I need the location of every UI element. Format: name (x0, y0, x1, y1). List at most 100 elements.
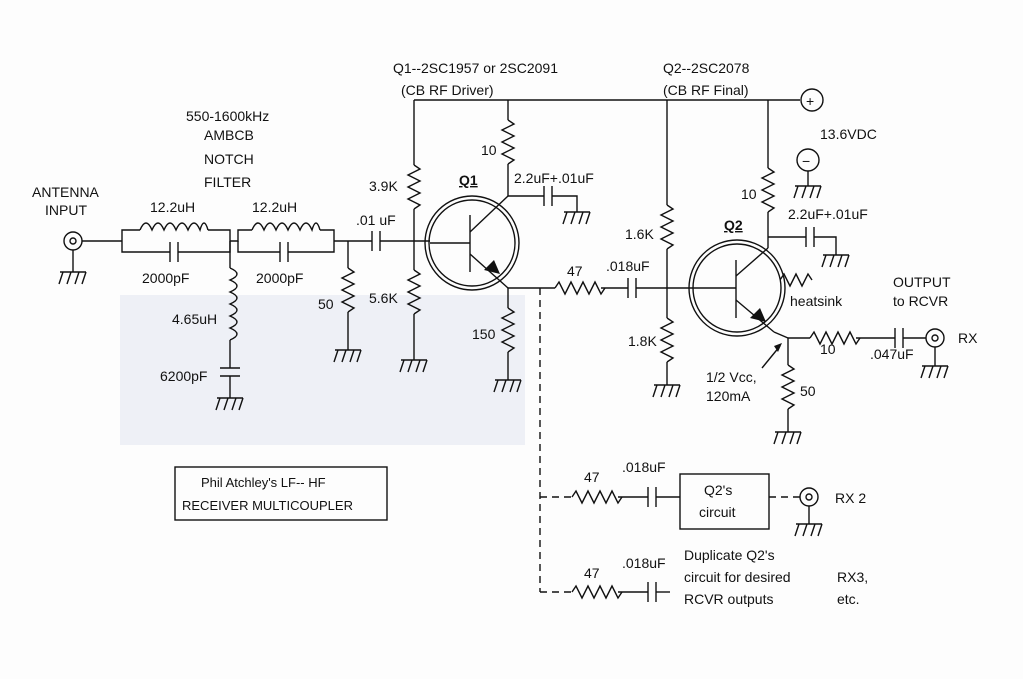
svg-text:47: 47 (584, 565, 600, 581)
svg-text:Q2: Q2 (724, 217, 743, 233)
input-jack-outer (63, 231, 83, 251)
resistor-q1-collector (500, 119, 516, 165)
resistor-3k9 (406, 164, 422, 210)
svg-text:120mA: 120mA (706, 388, 751, 404)
q1-emitter-network: 150 (472, 288, 522, 393)
q1-emitter-arrow-icon (484, 260, 500, 274)
notch-filter-label: 550-1600kHz AMBCB NOTCH FILTER (186, 108, 269, 190)
output-jack-icon (925, 328, 945, 348)
title-line-2: RECEIVER MULTICOUPLER (182, 498, 353, 513)
branch-rx2: 47 .018uF Q2's circuit RX 2 (571, 459, 866, 537)
plus-terminal-icon (800, 88, 824, 112)
ground-icon (652, 384, 681, 398)
supply-terminals: + 13.6VDC − (793, 88, 877, 199)
svg-text:.01 uF: .01 uF (356, 212, 396, 228)
ground-icon (333, 349, 362, 363)
q1-collector-network: 10 2.2uF+.01uF (481, 100, 594, 225)
svg-text:2.2uF+.01uF: 2.2uF+.01uF (788, 206, 868, 222)
resistor-1k6 (659, 204, 675, 250)
svg-text:50: 50 (318, 296, 334, 312)
q1-bias-divider: 3.9K 5.6K (369, 100, 428, 373)
resistor-q2-output (809, 330, 861, 346)
svg-text:1.8K: 1.8K (628, 333, 657, 349)
q2-output-network: 10 .047uF 50 1/2 Vcc, 120mA OUTPUT to RC… (706, 274, 978, 445)
transistor-q1: Q1--2SC1957 or 2SC2091 (CB RF Driver) Q1 (393, 60, 558, 291)
svg-text:10: 10 (481, 142, 497, 158)
svg-text:etc.: etc. (837, 591, 860, 607)
heatsink-icon (779, 272, 813, 288)
svg-text:150: 150 (472, 326, 496, 342)
resistor-branch3 (571, 584, 623, 600)
q2-collector (735, 247, 769, 277)
svg-text:FILTER: FILTER (204, 174, 251, 190)
q2-bias-divider: 1.6K 1.8K (625, 100, 681, 398)
svg-text:1.6K: 1.6K (625, 226, 654, 242)
ground-icon (821, 254, 850, 268)
svg-text:to RCVR: to RCVR (893, 293, 948, 309)
ground-icon (493, 379, 522, 393)
resistor-q2-collector (760, 167, 776, 213)
capacitor-c2-value: 2000pF (256, 270, 303, 286)
resistor-branch2 (571, 489, 623, 505)
ground-icon (793, 185, 822, 199)
svg-text:50: 50 (800, 383, 816, 399)
svg-text:10: 10 (820, 341, 836, 357)
antenna-input: ANTENNA INPUT (32, 184, 100, 285)
ground-icon (773, 431, 802, 445)
supply-voltage: 13.6VDC (820, 126, 877, 142)
q2-emitter-arrow-icon (750, 308, 766, 322)
capacitor-c1-value: 2000pF (142, 270, 189, 286)
notch-trap-2: 12.2uH 2000pF (230, 199, 335, 286)
inductor-l2-value: 12.2uH (252, 199, 297, 215)
ground-icon (794, 523, 823, 537)
capacitor-c3-value: 6200pF (160, 368, 207, 384)
svg-text:47: 47 (567, 263, 583, 279)
svg-text:RX 2: RX 2 (835, 490, 866, 506)
title-line-1: Phil Atchley's LF-- HF (201, 475, 326, 490)
inductor-l3-value: 4.65uH (172, 311, 217, 327)
series-lc-shunt: 4.65uH 6200pF (160, 241, 244, 411)
svg-text:.018uF: .018uF (622, 555, 666, 571)
svg-text:AMBCB: AMBCB (204, 127, 254, 143)
resistor-5k6 (406, 269, 422, 315)
svg-text:(CB RF Final): (CB RF Final) (663, 82, 749, 98)
q1-to-q2-coupling: 47 .018uF (508, 258, 692, 298)
inductor-l3-coil (228, 267, 238, 341)
notch-trap-1: 12.2uH 2000pF (121, 199, 231, 286)
scan-shading (120, 295, 525, 445)
ground-icon (399, 359, 428, 373)
svg-text:Q2--2SC2078: Q2--2SC2078 (663, 60, 750, 76)
svg-text:47: 47 (584, 469, 600, 485)
transistor-q2: Q2--2SC2078 (CB RF Final) Q2 heatsink (663, 60, 843, 337)
svg-text:.018uF: .018uF (606, 258, 650, 274)
q2-collector-network: 10 2.2uF+.01uF (741, 100, 868, 268)
svg-text:circuit for desired: circuit for desired (684, 569, 791, 585)
ground-icon (58, 271, 87, 285)
svg-text:−: − (802, 153, 810, 169)
resistor-input-50: 50 (318, 240, 372, 363)
svg-text:3.9K: 3.9K (369, 178, 398, 194)
ground-icon (562, 211, 591, 225)
q1-collector (469, 195, 509, 233)
q1-body (424, 195, 520, 291)
svg-text:Q1: Q1 (459, 172, 478, 188)
rx2-jack-icon (799, 487, 819, 507)
capacitor-input-coupling: .01 uF (356, 212, 430, 251)
ground-icon (215, 397, 244, 411)
svg-text:10: 10 (741, 186, 757, 202)
antenna-input-label-2: INPUT (45, 202, 87, 218)
distribution-bus (539, 288, 572, 593)
svg-text:Q1--2SC1957 or 2SC2091: Q1--2SC1957 or 2SC2091 (393, 60, 558, 76)
input-jack-inner (69, 237, 77, 245)
resistor-q2-load (780, 364, 796, 410)
svg-text:+: + (806, 93, 814, 109)
svg-text:.047uF: .047uF (870, 346, 914, 362)
antenna-input-label-1: ANTENNA (32, 184, 100, 200)
svg-text:2.2uF+.01uF: 2.2uF+.01uF (514, 170, 594, 186)
resistor-q1-emitter (500, 307, 516, 353)
svg-text:OUTPUT: OUTPUT (893, 274, 951, 290)
resistor-1k8 (659, 317, 675, 363)
svg-text:RX3,: RX3, (837, 569, 868, 585)
svg-text:Duplicate Q2's: Duplicate Q2's (684, 547, 775, 563)
